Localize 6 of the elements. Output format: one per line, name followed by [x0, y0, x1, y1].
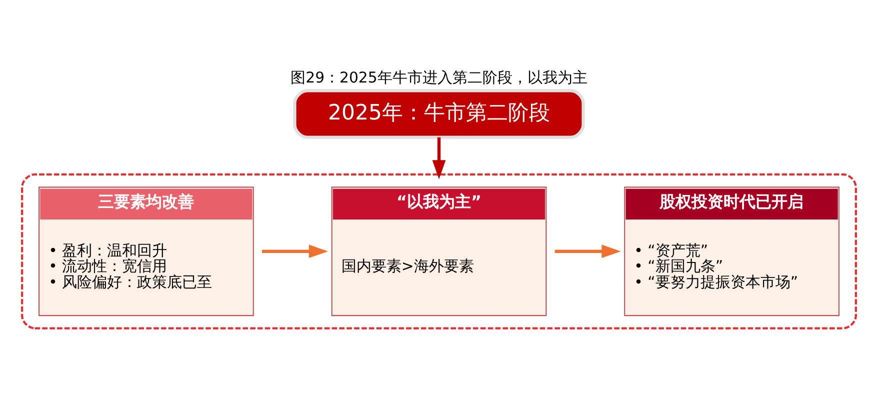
- arrow: [262, 244, 328, 258]
- arrow: [554, 244, 621, 258]
- node-box: 2025年：牛市第二阶段: [293, 88, 585, 138]
- arrow: [432, 136, 446, 179]
- diagram-title: 图29：2025年牛市进入第二阶段，以我为主: [290, 68, 588, 86]
- cluster: [21, 172, 857, 329]
